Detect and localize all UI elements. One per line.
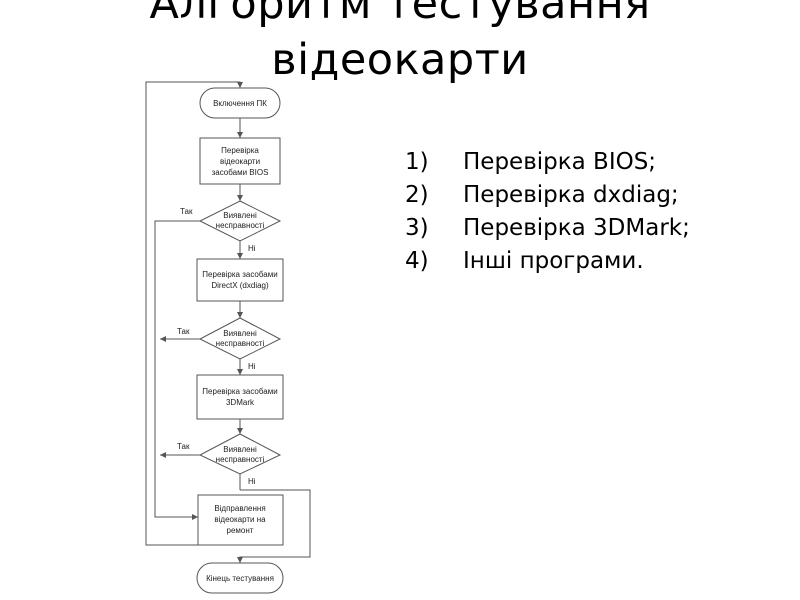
3dmark-label-2: 3DMark	[226, 398, 255, 407]
end-terminator	[196, 562, 284, 594]
decision-1-label-1: Виявлені	[223, 211, 257, 220]
list-item: 4) Інші програми.	[405, 245, 690, 278]
dxdiag-label-2: DirectX (dxdiag)	[211, 281, 269, 290]
process-3dmark	[196, 374, 284, 420]
3dmark-label-1: Перевірка засобами	[202, 387, 277, 396]
list-item-number: 4)	[405, 248, 429, 274]
repair-label-3: ремонт	[227, 526, 254, 535]
repair-label-2: відеокарти на	[214, 515, 266, 524]
decision-2	[198, 317, 282, 360]
yes-label-1: Так	[180, 207, 193, 216]
process-dxdiag	[196, 258, 284, 302]
list-item: 2) Перевірка dxdiag;	[405, 179, 690, 212]
list-item: 3) Перевірка 3DMark;	[405, 212, 690, 245]
list-item-text: Перевірка dxdiag;	[463, 182, 679, 208]
dxdiag-label-1: Перевірка засобами	[202, 270, 277, 279]
steps-list: 1) Перевірка BIOS; 2) Перевірка dxdiag; …	[405, 146, 690, 278]
slide-title: Алгоритм тестування відеокарти	[0, 0, 800, 88]
bios-label-3: засобами BIOS	[212, 168, 269, 177]
connector-no-loop-to-end	[237, 489, 311, 563]
repair-label-1: Відправлення	[214, 504, 265, 513]
list-item-text: Перевірка BIOS;	[463, 149, 657, 175]
list-item: 1) Перевірка BIOS;	[405, 146, 690, 179]
no-label-2: Ні	[248, 362, 256, 371]
decision-3-label-1: Виявлені	[223, 445, 257, 454]
decision-2-label-1: Виявлені	[223, 329, 257, 338]
slide-title-line-1: Алгоритм тестування	[149, 0, 651, 29]
yes-label-3: Так	[177, 442, 190, 451]
bios-label-1: Перевірка	[221, 146, 259, 155]
bios-label-2: відеокарти	[220, 157, 260, 166]
process-repair	[197, 494, 284, 546]
decision-1-label-2: несправності	[216, 221, 265, 230]
list-item-number: 1)	[405, 149, 429, 175]
list-item-number: 3)	[405, 215, 429, 241]
decision-3	[198, 433, 282, 475]
connector-return-loop	[145, 81, 243, 546]
decision-1	[198, 200, 282, 242]
no-label-3: Ні	[248, 477, 256, 486]
connector-decision1-yes	[154, 220, 200, 520]
list-item-text: Інші програми.	[463, 248, 644, 274]
slide-title-line-2: відеокарти	[271, 35, 529, 85]
start-terminator	[199, 87, 281, 119]
start-label: Включення ПК	[213, 99, 267, 108]
list-item-text: Перевірка 3DMark;	[463, 215, 690, 241]
process-bios	[199, 137, 281, 185]
list-item-number: 2)	[405, 182, 429, 208]
decision-3-label-2: несправності	[216, 455, 265, 464]
yes-label-2: Так	[177, 327, 190, 336]
end-label: Кінець тестування	[206, 574, 274, 583]
no-label-1: Ні	[248, 244, 256, 253]
decision-2-label-2: несправності	[216, 339, 265, 348]
